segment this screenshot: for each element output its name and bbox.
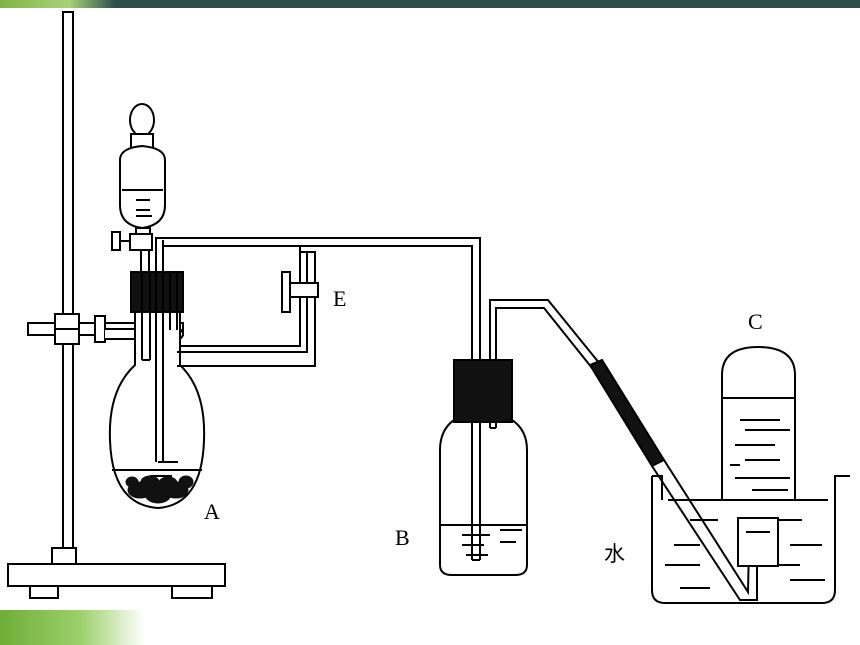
side-tube-e bbox=[177, 246, 319, 367]
flask-a bbox=[108, 240, 206, 510]
delivery-tube-top bbox=[155, 237, 481, 360]
label-e: E bbox=[333, 286, 346, 311]
bottle-b bbox=[439, 359, 528, 576]
water-trough bbox=[651, 475, 850, 604]
label-water: 水 bbox=[604, 542, 625, 566]
label-b: B bbox=[395, 525, 410, 550]
slide-footer-accent bbox=[0, 610, 145, 645]
gas-jar-c bbox=[721, 345, 796, 501]
slide-header-accent bbox=[0, 0, 115, 8]
separatory-funnel bbox=[111, 103, 166, 272]
label-a: A bbox=[204, 499, 220, 524]
slide-header-bar bbox=[0, 0, 860, 8]
iron-stand bbox=[7, 11, 226, 599]
label-c: C bbox=[748, 309, 763, 334]
